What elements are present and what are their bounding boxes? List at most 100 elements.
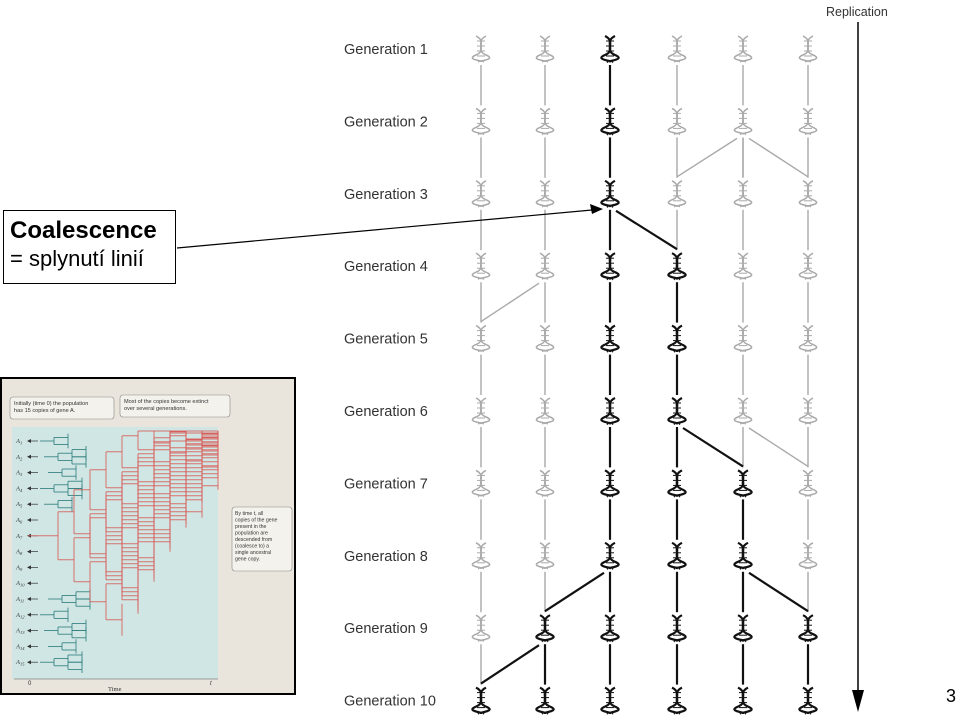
dna-icon: [667, 397, 687, 426]
dna-icon: [733, 107, 753, 136]
gene-row-label: A1: [15, 438, 22, 446]
coalescence-link: [748, 571, 809, 613]
coalescence-link: [544, 571, 605, 613]
dna-icon: [535, 397, 555, 425]
gene-row-label: A7: [15, 533, 23, 541]
generation-label: Generation 3: [344, 187, 428, 203]
dna-copies: [471, 35, 818, 715]
dna-icon: [471, 614, 491, 642]
callout-title: Coalescence: [10, 217, 157, 244]
dna-icon: [667, 324, 687, 353]
coalescence-callout: Coalescence = splynutí linií: [3, 210, 176, 284]
generation-label: Generation 9: [344, 621, 428, 637]
dna-icon: [733, 252, 753, 280]
generation-label: Generation 8: [344, 549, 428, 565]
inset-axis-title: Time: [108, 686, 122, 693]
dna-icon: [798, 324, 818, 353]
note-box-right: [119, 394, 231, 418]
dna-icon: [535, 180, 555, 208]
note-box-left: [9, 396, 115, 420]
dna-icon: [471, 252, 491, 280]
dna-icon: [471, 469, 491, 498]
coalescence-link: [480, 282, 540, 323]
dna-icon: [535, 252, 555, 280]
gene-row-label: A10: [15, 580, 25, 588]
dna-icon: [667, 180, 687, 208]
dna-icon: [733, 541, 753, 570]
dna-icon: [471, 180, 491, 208]
coalescence-link: [676, 137, 738, 178]
generation-label: Generation 4: [344, 259, 428, 275]
inset-axis-start: 0: [28, 681, 32, 687]
dna-icon: [600, 324, 620, 353]
gene-row-label: A5: [15, 501, 23, 509]
dna-icon: [600, 107, 620, 136]
gene-row-label: A3: [15, 470, 23, 478]
dna-icon: [798, 180, 818, 208]
dna-icon: [535, 469, 555, 498]
dna-icon: [471, 686, 491, 715]
replication-label: Replication: [826, 5, 888, 19]
dna-icon: [798, 107, 818, 136]
coalescence-link: [748, 427, 809, 467]
dna-icon: [733, 324, 753, 353]
page-number: 3: [946, 686, 957, 706]
dna-icon: [600, 686, 620, 715]
inset-branches: [40, 430, 219, 673]
dna-icon: [471, 107, 491, 136]
dna-icon: [667, 469, 687, 498]
gene-row-label: A14: [15, 643, 25, 651]
dna-icon: [733, 686, 753, 715]
gene-row-label: A4: [15, 485, 23, 493]
dna-icon: [733, 614, 753, 643]
gene-row-label: A8: [15, 549, 23, 557]
gene-row-label: A11: [15, 596, 24, 604]
inset-axis-end: t: [210, 681, 212, 687]
dna-icon: [535, 324, 555, 353]
dna-icon: [667, 541, 687, 570]
dna-icon: [535, 35, 555, 63]
lineage-links: [480, 65, 810, 685]
dna-icon: [667, 35, 687, 63]
dna-icon: [600, 179, 620, 208]
dna-icon: [798, 397, 818, 425]
gene-row-label: A15: [15, 659, 25, 667]
coalescence-arrow: [176, 204, 603, 249]
dna-icon: [600, 252, 620, 281]
dna-icon: [600, 614, 620, 643]
note-box-side: [231, 506, 293, 572]
dna-icon: [798, 686, 818, 715]
dna-icon: [798, 35, 818, 63]
generation-label: Generation 1: [344, 42, 428, 58]
dna-icon: [471, 397, 491, 425]
dna-icon: [667, 686, 687, 715]
dna-icon: [667, 252, 687, 281]
dna-icon: [600, 35, 620, 64]
dna-icon: [600, 541, 620, 570]
gene-row-label: A2: [15, 454, 23, 462]
gene-row-label: A6: [15, 517, 23, 525]
dna-icon: [798, 469, 818, 498]
dna-icon: [667, 614, 687, 643]
dna-icon: [535, 107, 555, 136]
dna-icon: [471, 542, 491, 570]
coalescence-link: [615, 209, 678, 251]
dna-icon: [667, 107, 687, 136]
generation-label: Generation 6: [344, 404, 428, 420]
dna-icon: [535, 686, 555, 715]
dna-icon: [733, 397, 753, 425]
dna-icon: [471, 35, 491, 63]
dna-icon: [798, 542, 818, 570]
coalescence-link: [480, 644, 540, 685]
dna-icon: [535, 542, 555, 570]
gene-row-label: A13: [15, 628, 25, 636]
generation-label: Generation 10: [344, 694, 436, 710]
gene-row-label: A9: [15, 564, 23, 572]
dna-icon: [535, 614, 555, 643]
